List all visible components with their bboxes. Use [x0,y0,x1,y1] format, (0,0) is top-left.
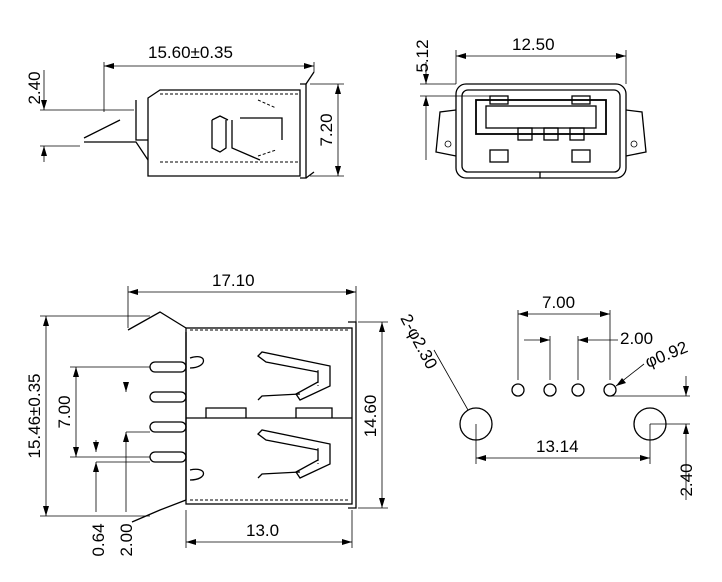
side-view: 15.60±0.35 2.40 7.20 [25,43,344,179]
dim-top-pitch-a: 0.64 [89,523,108,556]
dim-side-offset: 2.40 [25,71,44,104]
dim-pcb-pin-span: 7.00 [542,293,575,312]
top-view: 17.10 15.46±0.35 7.00 0.64 2.00 14. [25,271,388,557]
dim-pcb-mount-dia: 2-φ2.30 [396,311,441,372]
dim-top-width: 14.60 [361,395,380,438]
dim-front-width: 12.50 [512,35,555,54]
dim-pcb-pin-pitch: 2.00 [620,329,653,348]
dim-front-height: 5.12 [413,39,432,72]
front-view: 12.50 5.12 [413,35,647,179]
dim-top-length: 17.10 [212,271,255,290]
dim-top-pin-span: 7.00 [55,395,74,428]
pcb-layout: 7.00 2.00 φ0.92 2-φ2.30 13.14 2.40 [396,293,696,500]
dim-side-length: 15.60±0.35 [148,43,233,62]
dim-pcb-mount-offset: 2.40 [677,463,696,496]
dim-side-height: 7.20 [317,113,336,146]
dim-top-bottom: 13.0 [246,521,279,540]
dim-top-pitch-b: 2.00 [117,523,136,556]
dim-top-overall: 15.46±0.35 [25,374,44,459]
dim-pcb-mount-span: 13.14 [536,437,579,456]
